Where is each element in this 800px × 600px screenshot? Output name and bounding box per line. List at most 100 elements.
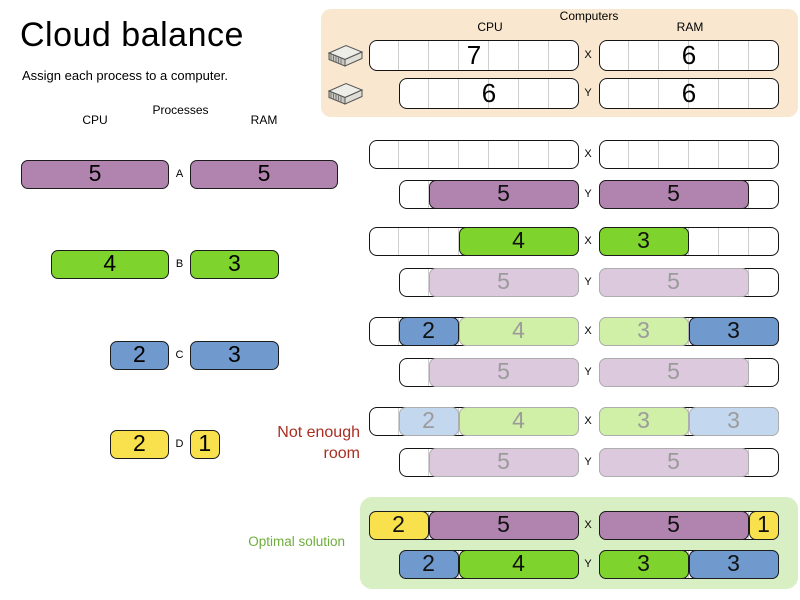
state-initial-computer-X-label: X bbox=[584, 148, 592, 160]
process-B-assignment-ghost: 3 bbox=[598, 316, 689, 346]
capacity-grid-line bbox=[548, 79, 549, 108]
process-C-assignment: 3 bbox=[688, 316, 779, 346]
ram-capacity-value: 6 bbox=[681, 78, 697, 108]
state-initial-computer-Y-label: Y bbox=[584, 188, 592, 200]
capacity-grid-line bbox=[428, 79, 429, 108]
process-A-cpu-bar: 5 bbox=[21, 160, 169, 189]
capacity-grid-line bbox=[718, 79, 719, 108]
state-initial-computer-X-ram-track bbox=[599, 140, 779, 169]
process-C-assignment: 2 bbox=[398, 549, 459, 579]
capacity-grid-line bbox=[748, 79, 749, 108]
process-D-assignment: 2 bbox=[368, 510, 429, 540]
optimal-solution-label: Optimal solution bbox=[248, 534, 345, 549]
process-B-cpu-bar: 4 bbox=[50, 250, 169, 279]
state-assign-d-no-room-computer-Y-cpu-track: 5 bbox=[399, 447, 579, 477]
capacity-grid-line bbox=[748, 228, 749, 255]
process-A-assignment: 5 bbox=[428, 179, 579, 209]
capacity-grid-line bbox=[748, 269, 749, 296]
computer-X-label: X bbox=[584, 49, 592, 61]
process-B-assignment-ghost: 4 bbox=[458, 406, 579, 436]
capacity-grid-line bbox=[718, 228, 719, 255]
process-B-assignment-ghost: 4 bbox=[458, 316, 579, 346]
state-initial-computer-Y-cpu-track: 5 bbox=[399, 179, 579, 209]
capacity-grid-line bbox=[428, 41, 429, 70]
process-B-assignment-ghost: 3 bbox=[598, 406, 689, 436]
process-C-label: C bbox=[175, 349, 184, 361]
state-assign-b-computer-Y-cpu-track: 5 bbox=[399, 267, 579, 297]
process-A-ram-bar: 5 bbox=[190, 160, 338, 189]
process-A-assignment: 5 bbox=[598, 179, 749, 209]
server-icon bbox=[327, 42, 364, 73]
process-D-ram-bar: 1 bbox=[190, 430, 220, 459]
capacity-grid-line bbox=[518, 79, 519, 108]
state-assign-d-no-room-computer-Y-label: Y bbox=[584, 456, 592, 468]
capacity-grid-line bbox=[518, 141, 519, 168]
computer-Y-ram-capacity: 6 bbox=[599, 78, 779, 109]
state-assign-c-computer-Y-cpu-track: 5 bbox=[399, 357, 579, 387]
process-B-assignment: 4 bbox=[458, 549, 579, 579]
capacity-grid-line bbox=[748, 449, 749, 476]
capacity-grid-line bbox=[548, 141, 549, 168]
capacity-grid-line bbox=[628, 141, 629, 168]
state-assign-c-computer-Y-label: Y bbox=[584, 366, 592, 378]
process-cpu-header: CPU bbox=[82, 113, 108, 127]
process-B-label: B bbox=[175, 258, 184, 270]
capacity-grid-line bbox=[718, 141, 719, 168]
capacity-grid-line bbox=[658, 41, 659, 70]
process-D-label: D bbox=[175, 438, 184, 450]
computers-cpu-header: CPU bbox=[477, 20, 503, 34]
capacity-grid-line bbox=[748, 181, 749, 208]
process-A-assignment-ghost: 5 bbox=[428, 447, 579, 477]
capacity-grid-line bbox=[458, 141, 459, 168]
state-assign-b-computer-X-cpu-track: 4 bbox=[369, 226, 579, 256]
process-B-assignment: 4 bbox=[458, 226, 579, 256]
capacity-grid-line bbox=[548, 41, 549, 70]
process-C-assignment: 3 bbox=[688, 549, 779, 579]
cpu-capacity-value: 7 bbox=[466, 40, 482, 70]
capacity-grid-line bbox=[718, 41, 719, 70]
cpu-capacity-value: 6 bbox=[481, 78, 497, 108]
state-assign-b-computer-Y-ram-track: 5 bbox=[598, 267, 779, 297]
state-assign-b-computer-Y-label: Y bbox=[584, 276, 592, 288]
capacity-grid-line bbox=[458, 79, 459, 108]
process-A-assignment: 5 bbox=[428, 510, 579, 540]
capacity-grid-line bbox=[488, 79, 489, 108]
capacity-grid-line bbox=[658, 79, 659, 108]
process-A-assignment: 5 bbox=[598, 510, 749, 540]
server-icon bbox=[327, 80, 364, 111]
state-assign-b-computer-X-label: X bbox=[584, 235, 592, 247]
page-title: Cloud balance bbox=[20, 16, 244, 54]
capacity-grid-line bbox=[458, 41, 459, 70]
process-A-label: A bbox=[175, 168, 184, 180]
process-D-cpu-bar: 2 bbox=[109, 430, 169, 459]
state-optimal-computer-X-label: X bbox=[584, 519, 592, 531]
state-initial-computer-X-cpu-track bbox=[369, 140, 579, 169]
computer-Y-cpu-capacity: 6 bbox=[399, 78, 579, 109]
capacity-grid-line bbox=[398, 141, 399, 168]
process-C-assignment-ghost: 3 bbox=[688, 406, 779, 436]
subtitle: Assign each process to a computer. bbox=[22, 68, 228, 83]
process-B-assignment: 3 bbox=[598, 549, 689, 579]
state-initial-computer-Y-ram-track: 5 bbox=[598, 179, 779, 209]
state-assign-d-no-room-computer-Y-ram-track: 5 bbox=[598, 447, 779, 477]
capacity-grid-line bbox=[658, 141, 659, 168]
process-A-assignment-ghost: 5 bbox=[598, 267, 749, 297]
capacity-grid-line bbox=[398, 228, 399, 255]
capacity-grid-line bbox=[488, 41, 489, 70]
capacity-grid-line bbox=[628, 79, 629, 108]
capacity-grid-line bbox=[428, 141, 429, 168]
process-C-cpu-bar: 2 bbox=[109, 341, 169, 370]
capacity-grid-line bbox=[428, 228, 429, 255]
state-assign-d-no-room-computer-X-label: X bbox=[584, 415, 592, 427]
ram-capacity-value: 6 bbox=[681, 40, 697, 70]
process-D-assignment: 1 bbox=[748, 510, 779, 540]
state-assign-c-computer-Y-ram-track: 5 bbox=[598, 357, 779, 387]
computers-ram-header: RAM bbox=[676, 20, 704, 34]
process-C-ram-bar: 3 bbox=[190, 341, 279, 370]
capacity-grid-line bbox=[398, 41, 399, 70]
